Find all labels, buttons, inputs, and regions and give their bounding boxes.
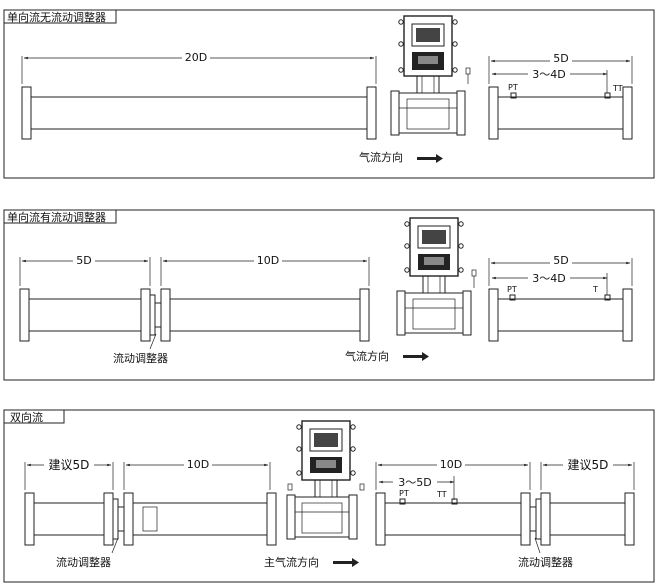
conditioner-label-left: 流动调整器 [56,555,111,569]
flow-arrow [417,154,443,163]
sensor-label-pt-2: PT [507,285,517,294]
temperature-sensor-3 [451,498,458,505]
conditioner-label: 流动调整器 [113,351,168,365]
dim-label-suggest-5d-right: 建议5D [568,458,609,472]
panel-3-title: 双向流 [10,410,43,424]
panel-2-frame [3,209,655,381]
dim-label-10d: 10D [257,254,279,267]
panel-3-frame [3,409,655,583]
temperature-sensor-2 [604,294,611,301]
panel-2-title-box [3,209,117,224]
conditioner-label-right: 流动调整器 [518,555,573,569]
flow-meter-3 [286,420,365,540]
panel-1-frame [3,9,655,179]
pipe-5d-left [24,492,114,546]
dim-label-5d-down: 5D [553,254,568,267]
dim-label-5d: 5D [553,52,568,65]
dim-label-3-5d: 3～5D [398,476,431,489]
sensor-label-pt: PT [508,83,518,92]
sensor-label-tt: TT [612,84,623,93]
flow-meter-1 [390,15,471,136]
panel-3-title-box [3,409,65,424]
dim-label-3-4d-2: 3～4D [532,272,565,285]
pipe-5d-downstream-1 [488,86,633,140]
pipe-5d-right [540,492,635,546]
dim-label-suggest-5d-left: 建议5D [49,458,90,472]
dim-label-5d-up: 5D [76,254,91,267]
pipe-5d-upstream [19,288,151,342]
flow-meter-2 [396,217,477,336]
flow-conditioner-2 [149,294,162,336]
sensor-label-pt-3: PT [399,489,409,498]
pipe-20d [21,86,377,140]
panel-3: 双向流 建议5D 10D 流动调整器 [3,409,655,583]
pressure-sensor-3 [399,498,406,505]
flow-direction-label-2: 气流方向 [345,349,389,363]
panel-1-title: 单向流无流动调整器 [7,10,106,24]
sensor-label-t-2: T [592,285,598,294]
panel-2-title: 单向流有流动调整器 [7,210,106,224]
pressure-sensor-2 [509,294,516,301]
dim-label-20d: 20D [185,51,207,64]
flow-arrow-3 [333,558,359,567]
pipe-10d-right [375,492,531,546]
dim-label-10d-left: 10D [187,458,209,471]
dim-label-10d-right: 10D [440,458,462,471]
dim-label-3-4d: 3～4D [532,68,565,81]
flow-arrow-2 [403,352,429,361]
flow-conditioner-left [112,498,125,540]
panel-1: 单向流无流动调整器 20D [3,9,655,179]
pipe-10d [160,288,370,342]
temperature-sensor [604,92,611,99]
flow-direction-label-3: 主气流方向 [264,555,319,569]
flow-direction-label: 气流方向 [359,150,403,164]
pipe-10d-left [123,492,277,546]
pressure-sensor [510,92,517,99]
sensor-label-tt-3: TT [436,490,447,499]
flow-conditioner-right [529,498,542,540]
panel-2: 单向流有流动调整器 5D 10D 流动调整器 [3,209,655,381]
panel-1-title-box [3,9,117,24]
pipe-5d-downstream-2 [488,288,633,342]
